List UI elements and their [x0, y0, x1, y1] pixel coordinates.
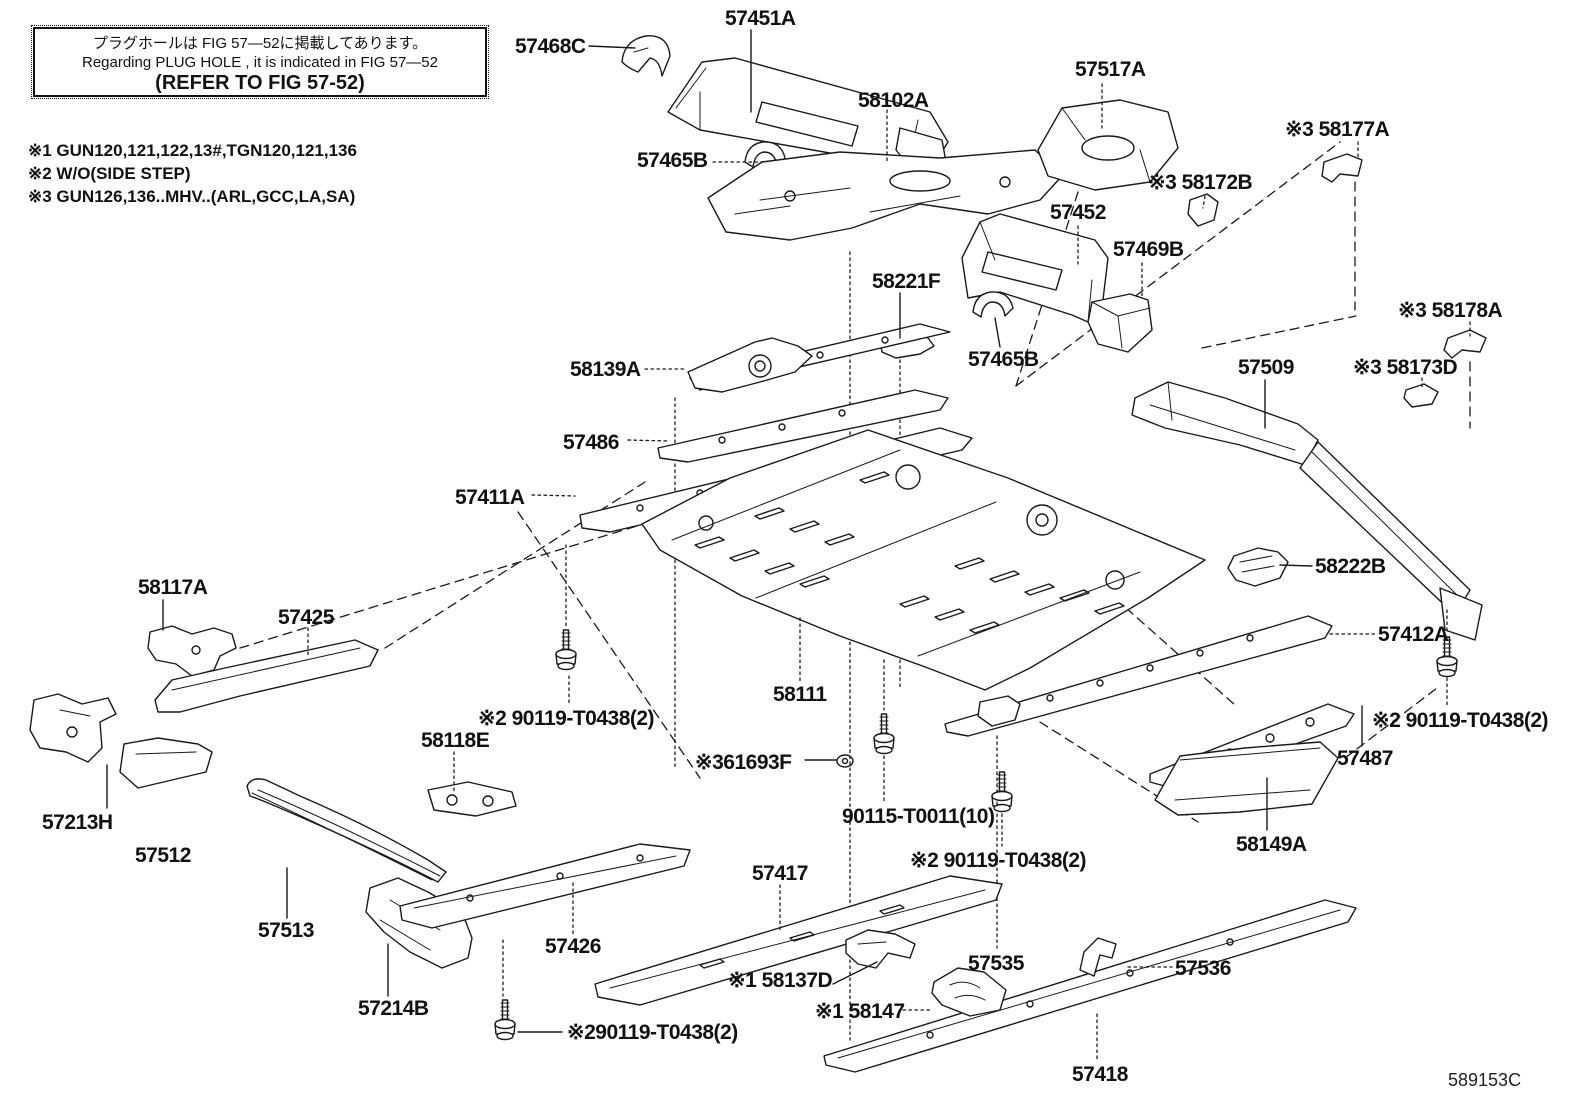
part-label-58147: ※1 58147 [815, 1000, 905, 1023]
variant-note-1: ※1 GUN120,121,122,13#,TGN120,121,136 [28, 141, 357, 160]
part-58149a-drawing [1154, 741, 1339, 816]
part-57412a-drawing [944, 615, 1333, 737]
part-58147-drawing [931, 967, 1007, 1017]
variant-notes: ※1 GUN120,121,122,13#,TGN120,121,136 ※2 W… [28, 139, 357, 208]
part-58118e-drawing [427, 781, 517, 817]
part-label-57486: 57486 [563, 431, 619, 454]
notice-line-japanese: プラグホールは FIG 57—52に掲載してあります。 [92, 35, 428, 52]
part-58172b-drawing [1187, 193, 1219, 227]
part-label-57535: 57535 [968, 952, 1024, 975]
variant-note-3: ※3 GUN126,136..MHV..(ARL,GCC,LA,SA) [28, 187, 356, 206]
part-57469b-drawing [1087, 293, 1153, 353]
part-label-57517A: 57517A [1075, 58, 1146, 81]
part-58177a-drawing [1321, 153, 1363, 183]
part-58173d-drawing [1403, 383, 1439, 408]
part-label-57425: 57425 [278, 606, 334, 629]
part-label-57451A: 57451A [725, 7, 796, 30]
part-57425-drawing [154, 639, 379, 713]
part-label-57536: 57536 [1175, 957, 1231, 980]
bolt-icon-90115 [873, 713, 895, 755]
part-label-58221F: 58221F [872, 270, 941, 293]
part-label-90119-C: ※2 90119-T0438(2) [910, 849, 1087, 872]
part-label-58173D: ※3 58173D [1353, 356, 1458, 379]
figure-code: 589153C [1448, 1070, 1522, 1090]
part-label-90119-R: ※2 90119-T0438(2) [1372, 709, 1549, 732]
part-label-58172B: ※3 58172B [1148, 171, 1253, 194]
part-label-57509: 57509 [1238, 356, 1294, 379]
part-label-58102A: 58102A [858, 89, 929, 112]
part-57517a-drawing [1037, 99, 1179, 191]
part-57465b-mid-drawing [972, 291, 1014, 318]
part-label-57412A: 57412A [1378, 623, 1449, 646]
part-label-57512: 57512 [135, 844, 191, 867]
part-label-57469B: 57469B [1113, 238, 1184, 261]
part-label-58117A: 58117A [138, 576, 208, 599]
notice-line-english: Regarding PLUG HOLE , it is indicated in… [81, 54, 438, 71]
variant-note-2: ※2 W/O(SIDE STEP) [28, 164, 191, 183]
part-label-58149A: 58149A [1236, 833, 1307, 856]
part-label-57465B-1: 57465B [637, 149, 708, 172]
part-label-57513: 57513 [258, 919, 314, 942]
part-label-58178A: ※3 58178A [1398, 299, 1503, 322]
part-label-90119-BL: ※290119-T0438(2) [567, 1021, 738, 1044]
part-label-57426: 57426 [545, 935, 601, 958]
part-57213h-drawing [29, 693, 117, 763]
part-57513-drawing [246, 778, 447, 883]
part-label-90119-L: ※2 90119-T0438(2) [478, 707, 655, 730]
part-label-57214B: 57214B [358, 997, 429, 1020]
part-label-57417: 57417 [752, 862, 808, 885]
part-label-58177A: ※3 58177A [1285, 118, 1390, 141]
part-58139a-drawing [687, 337, 813, 393]
part-label-57452: 57452 [1050, 201, 1106, 224]
part-57451a-drawing [667, 57, 949, 171]
part-58117a-drawing [147, 625, 237, 677]
part-57486-drawing [657, 389, 949, 463]
part-label-61693F: ※361693F [695, 751, 792, 774]
part-58178a-drawing [1443, 329, 1487, 359]
part-label-57487: 57487 [1337, 747, 1393, 770]
bolt-icon-left [555, 629, 577, 671]
part-label-57468C: 57468C [515, 35, 586, 58]
leader-lines [106, 29, 1471, 1061]
part-58111-floor-pan-drawing [641, 429, 1206, 691]
part-58222b-drawing [1227, 547, 1289, 587]
part-label-57411A: 57411A [455, 486, 525, 509]
part-label-58111: 58111 [773, 683, 827, 706]
bolt-icon-center [991, 771, 1013, 813]
part-label-57418: 57418 [1072, 1063, 1128, 1086]
part-57509-drawing [1131, 381, 1483, 641]
part-label-58222B: 58222B [1315, 555, 1386, 578]
part-57468c-drawing [621, 35, 671, 77]
part-58137d-drawing [845, 929, 916, 969]
part-57535-drawing [977, 695, 1021, 727]
part-label-57213H: 57213H [42, 811, 113, 834]
part-label-58137D: ※1 58137D [728, 969, 833, 992]
notice-box: プラグホールは FIG 57—52に掲載してあります。 Regarding PL… [31, 25, 489, 99]
bolt-icon-bottom-left [494, 999, 516, 1041]
part-57417-drawing [594, 875, 1003, 1006]
part-label-90115: 90115-T0011(10) [842, 805, 995, 828]
part-57426-drawing [399, 843, 691, 929]
part-label-57465B-2: 57465B [968, 348, 1039, 371]
part-61693f-drawing [836, 754, 854, 768]
part-57536-drawing [1079, 937, 1117, 977]
part-57418-drawing [823, 899, 1357, 1073]
part-58102a-drawing [707, 149, 1063, 241]
part-57512-drawing [119, 737, 213, 789]
part-label-58118E: 58118E [421, 729, 490, 752]
part-label-58139A: 58139A [570, 358, 641, 381]
notice-line-refer: (REFER TO FIG 57-52) [155, 72, 365, 94]
